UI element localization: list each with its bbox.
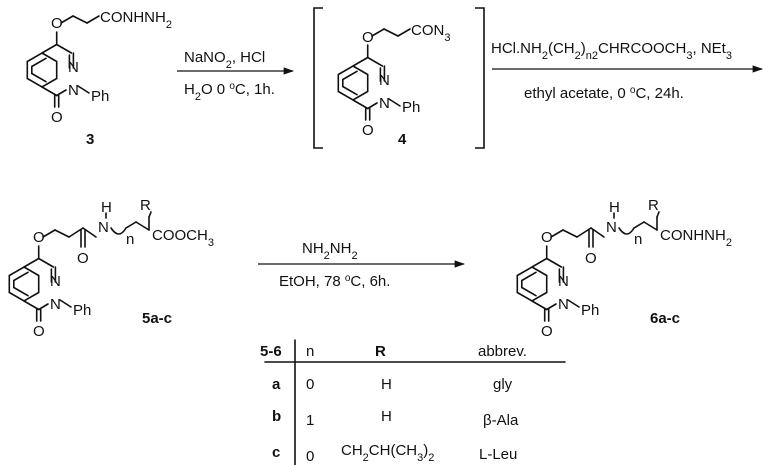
- table-row: c 0 CH2CH(CH3)2 L-Leu: [272, 442, 517, 465]
- svg-text:NH2NH2: NH2NH2: [302, 240, 358, 262]
- condition-text: EtOH, 78: [279, 273, 345, 290]
- ring-nitrogen-label: N: [558, 296, 569, 313]
- carbonyl-oxygen-label: O: [51, 109, 63, 126]
- svg-text:NaNO2, HCl: NaNO2, HCl: [184, 49, 265, 71]
- ring-nitrogen-label: N: [558, 273, 569, 290]
- ring-nitrogen-label: N: [50, 296, 61, 313]
- azide-label: CON: [411, 22, 444, 39]
- phenyl-label: Ph: [73, 302, 91, 319]
- chain-n-label: n: [634, 231, 642, 248]
- reaction-step-1: NaNO2, HCl H2O 0 oC, 1h.: [177, 49, 295, 104]
- oxygen-label: O: [33, 229, 45, 246]
- amide-oxygen-label: O: [585, 250, 597, 267]
- svg-text:CONHNH2: CONHNH2: [660, 227, 732, 249]
- nh-hydrogen-label: H: [609, 199, 620, 216]
- condition-text: ethyl acetate, 0: [524, 85, 630, 102]
- phenyl-label: Ph: [91, 88, 109, 105]
- substituent-label: CONHNH: [100, 9, 166, 26]
- compound-label-3: 3: [86, 131, 94, 148]
- row-r: CH: [341, 442, 363, 459]
- table-row: b 1 H β-Ala: [272, 408, 519, 429]
- row-abbrev: L-Leu: [479, 446, 517, 463]
- compound-label-6a-c: 6a-c: [650, 310, 680, 327]
- row-r: H: [381, 408, 392, 425]
- svg-text:H2O 0 oC, 1h.: H2O 0 oC, 1h.: [184, 81, 275, 104]
- compound-label-4: 4: [398, 131, 407, 148]
- hydrazide-label: CONHNH: [660, 227, 726, 244]
- table-header-abbrev: abbrev.: [478, 343, 527, 360]
- svg-text:COOCH3: COOCH3: [152, 227, 214, 249]
- reaction-step-2: HCl.NH2(CH2)n2CHRCOOCH3, NEt3 ethyl acet…: [491, 40, 764, 103]
- reaction-step-3: NH2NH2 EtOH, 78 oC, 6h.: [258, 240, 466, 291]
- oxygen-label: O: [51, 15, 63, 32]
- condition-text: H: [184, 81, 195, 98]
- compound-4: O CON3 N N Ph O 4: [313, 7, 485, 149]
- ring-nitrogen-label: N: [50, 273, 61, 290]
- svg-text:CH2CH(CH3)2: CH2CH(CH3)2: [341, 442, 434, 464]
- r-group-label: R: [648, 197, 659, 214]
- row-r: H: [381, 376, 392, 393]
- amide-oxygen-label: O: [77, 250, 89, 267]
- svg-text:CONHNH2: CONHNH2: [100, 9, 172, 31]
- phenyl-label: Ph: [581, 302, 599, 319]
- compound-6a-c: O O H N n R CONHNH2 N N Ph O 6a-c: [516, 197, 732, 340]
- compound-3: O CONHNH2 N N Ph O 3: [26, 9, 172, 148]
- row-id: c: [272, 444, 280, 461]
- row-id: b: [272, 408, 281, 425]
- reagent-text: HCl.NH: [491, 40, 542, 57]
- substituent-table: 5-6 n R abbrev. a 0 H gly b 1 H β-Ala c …: [260, 339, 566, 465]
- carbonyl-oxygen-label: O: [33, 323, 45, 340]
- nh-nitrogen-label: N: [606, 219, 617, 236]
- table-header-compound: 5-6: [260, 343, 282, 360]
- row-n: 0: [306, 448, 314, 465]
- row-id: a: [272, 376, 281, 393]
- reagent-text: NaNO: [184, 49, 226, 66]
- nh-nitrogen-label: N: [98, 219, 109, 236]
- table-header-n: n: [306, 343, 314, 360]
- svg-text:EtOH, 78 oC, 6h.: EtOH, 78 oC, 6h.: [279, 273, 390, 291]
- table-row: a 0 H gly: [272, 376, 513, 393]
- row-n: 0: [306, 376, 314, 393]
- svg-text:HCl.NH2(CH2)n2CHRCOOCH3, NEt3: HCl.NH2(CH2)n2CHRCOOCH3, NEt3: [491, 40, 732, 62]
- compound-5a-c: O O H N n R COOCH3 N N Ph O 5a-c: [8, 197, 214, 340]
- nh-hydrogen-label: H: [101, 199, 112, 216]
- row-n: 1: [306, 412, 314, 429]
- svg-text:ethyl acetate, 0 oC, 24h.: ethyl acetate, 0 oC, 24h.: [524, 85, 684, 103]
- ring-nitrogen-label: N: [379, 72, 390, 89]
- oxygen-label: O: [541, 229, 553, 246]
- table-header-r: R: [375, 343, 386, 360]
- phenyl-label: Ph: [402, 99, 420, 116]
- ester-label: COOCH: [152, 227, 208, 244]
- r-group-label: R: [140, 197, 151, 214]
- oxygen-label: O: [362, 29, 374, 46]
- row-abbrev: gly: [493, 376, 513, 393]
- carbonyl-oxygen-label: O: [541, 323, 553, 340]
- ring-nitrogen-label: N: [379, 95, 390, 112]
- ring-nitrogen-label: N: [68, 82, 79, 99]
- compound-label-5a-c: 5a-c: [142, 310, 172, 327]
- ring-nitrogen-label: N: [68, 59, 79, 76]
- row-abbrev: β-Ala: [483, 412, 519, 429]
- chain-n-label: n: [126, 231, 134, 248]
- svg-text:CON3: CON3: [411, 22, 450, 44]
- subscript: 2: [166, 19, 172, 31]
- carbonyl-oxygen-label: O: [362, 122, 374, 139]
- reagent-text: NH: [302, 240, 324, 257]
